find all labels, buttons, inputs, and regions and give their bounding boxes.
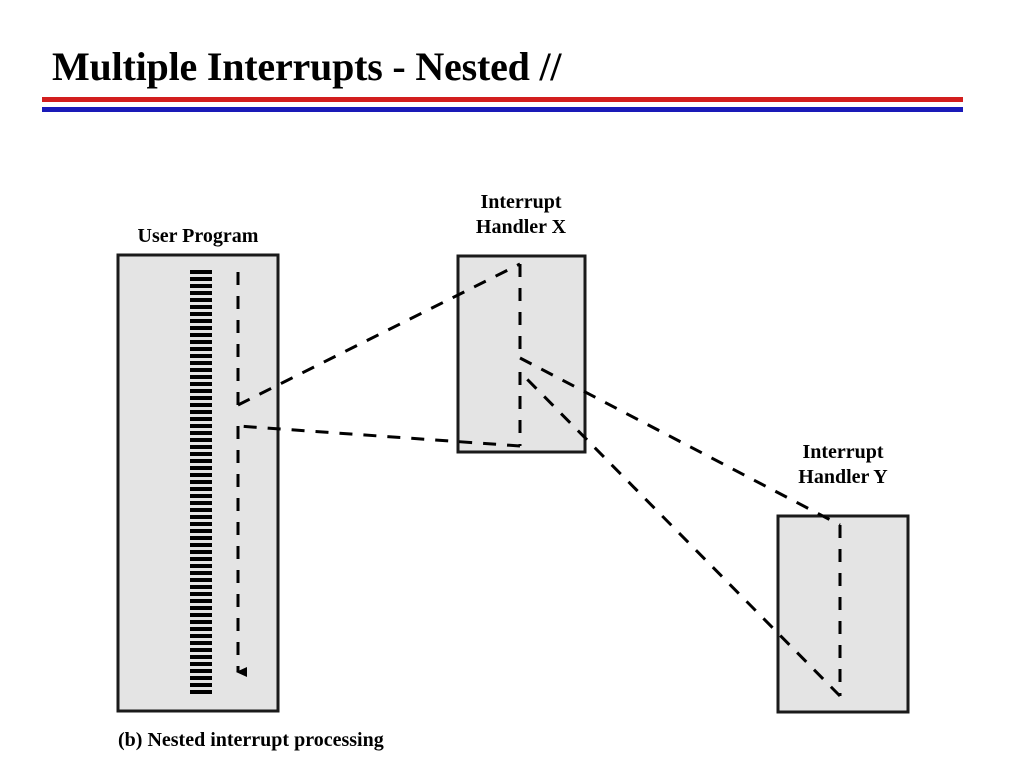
label-interrupt-handler-x: Interrupt Handler X: [475, 191, 567, 238]
transfer-handler-x-to-handler-y: [519, 356, 841, 527]
title-rule-blue: [42, 107, 963, 112]
figure-caption: (b) Nested interrupt processing: [118, 729, 384, 751]
label-interrupt-handler-y: Interrupt Handler Y: [798, 441, 888, 488]
slide-header: Multiple Interrupts - Nested //: [0, 0, 1024, 130]
box-interrupt-handler-y: [776, 514, 910, 714]
transfer-user-to-handler-x: [237, 262, 521, 407]
title-rule-red: [42, 97, 963, 102]
label-user-program: User Program: [137, 225, 259, 247]
page-title: Multiple Interrupts - Nested //: [52, 44, 562, 89]
return-handler-y-to-handler-x: [518, 370, 842, 698]
user-program-code-lines: [190, 270, 212, 694]
